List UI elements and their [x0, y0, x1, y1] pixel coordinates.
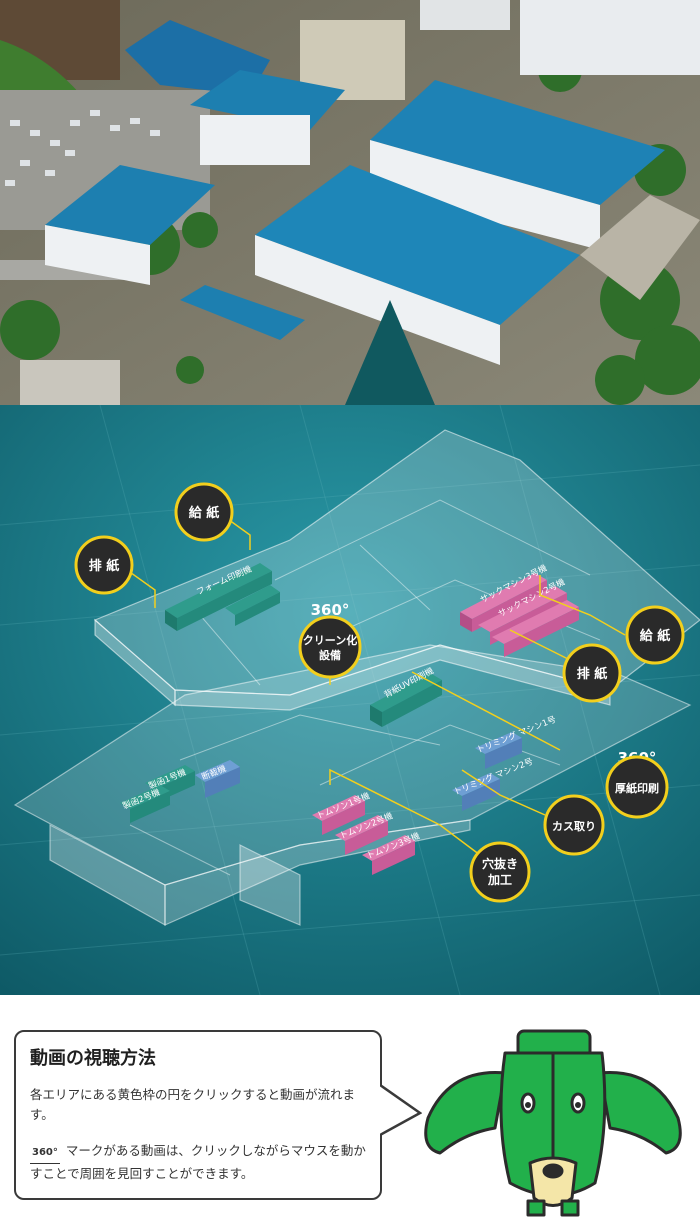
svg-text:穴抜き: 穴抜き — [482, 856, 518, 871]
instructions-title: 動画の視聴方法 — [30, 1048, 156, 1069]
svg-text:給 紙: 給 紙 — [640, 628, 671, 644]
machine-sack-1 — [492, 600, 579, 657]
instructions-line-1: 各エリアにある黄色枠の円をクリックすると動画が流れます。 — [30, 1087, 356, 1122]
360-mark-clean: 360° — [311, 601, 350, 619]
instructions-section: 動画の視聴方法 各エリアにある黄色枠の円をクリックすると動画が流れます。 360… — [0, 995, 700, 1220]
floor-plan-diagram: フォーム印刷機 サックマシン3号機 サックマシン2号機 背紙UV印刷機 — [0, 404, 700, 996]
hotspot-punching[interactable]: 穴抜き 加工 — [469, 841, 531, 903]
hotspot-haishi-right[interactable]: 排 紙 — [562, 643, 622, 703]
hotspot-kyushi-right[interactable]: 給 紙 — [625, 605, 685, 665]
instructions-line-2: 360°マークがある動画は、クリックしながらマウスを動かすことで周囲を見回すこと… — [30, 1141, 375, 1184]
svg-text:カス取り: カス取り — [552, 820, 596, 833]
svg-text:排 紙: 排 紙 — [577, 666, 608, 682]
mascot-character — [424, 1029, 682, 1217]
svg-text:厚紙印刷: 厚紙印刷 — [615, 781, 659, 795]
svg-text:加工: 加工 — [487, 872, 512, 887]
machine-cutter: 断裁機 — [195, 760, 240, 798]
svg-text:設備: 設備 — [319, 648, 341, 662]
svg-text:クリーン化: クリーン化 — [303, 633, 357, 647]
instructions-line-2-text: マークがある動画は、クリックしながらマウスを動かすことで周囲を見回すことができま… — [30, 1143, 366, 1181]
360-mark-icon: 360° — [30, 1143, 60, 1164]
hotspot-kyushi-left[interactable]: 給 紙 — [174, 482, 234, 542]
hotspot-thick-paper-printing[interactable]: 360° 厚紙印刷 — [605, 749, 669, 819]
aerial-photo — [0, 0, 700, 405]
svg-text:排 紙: 排 紙 — [89, 558, 120, 574]
hotspot-clean-equipment[interactable]: 360° クリーン化 設備 — [298, 601, 362, 679]
hotspot-waste-removal[interactable]: カス取り — [543, 794, 605, 856]
bubble-tail — [380, 1083, 422, 1137]
hotspot-haishi-left[interactable]: 排 紙 — [74, 535, 134, 595]
machine-form-press-2 — [225, 585, 280, 626]
svg-text:給 紙: 給 紙 — [189, 505, 220, 521]
instructions-bubble: 動画の視聴方法 各エリアにある黄色枠の円をクリックすると動画が流れます。 360… — [14, 1030, 382, 1200]
machine-seikan-2: 製函2号機 — [120, 785, 170, 823]
